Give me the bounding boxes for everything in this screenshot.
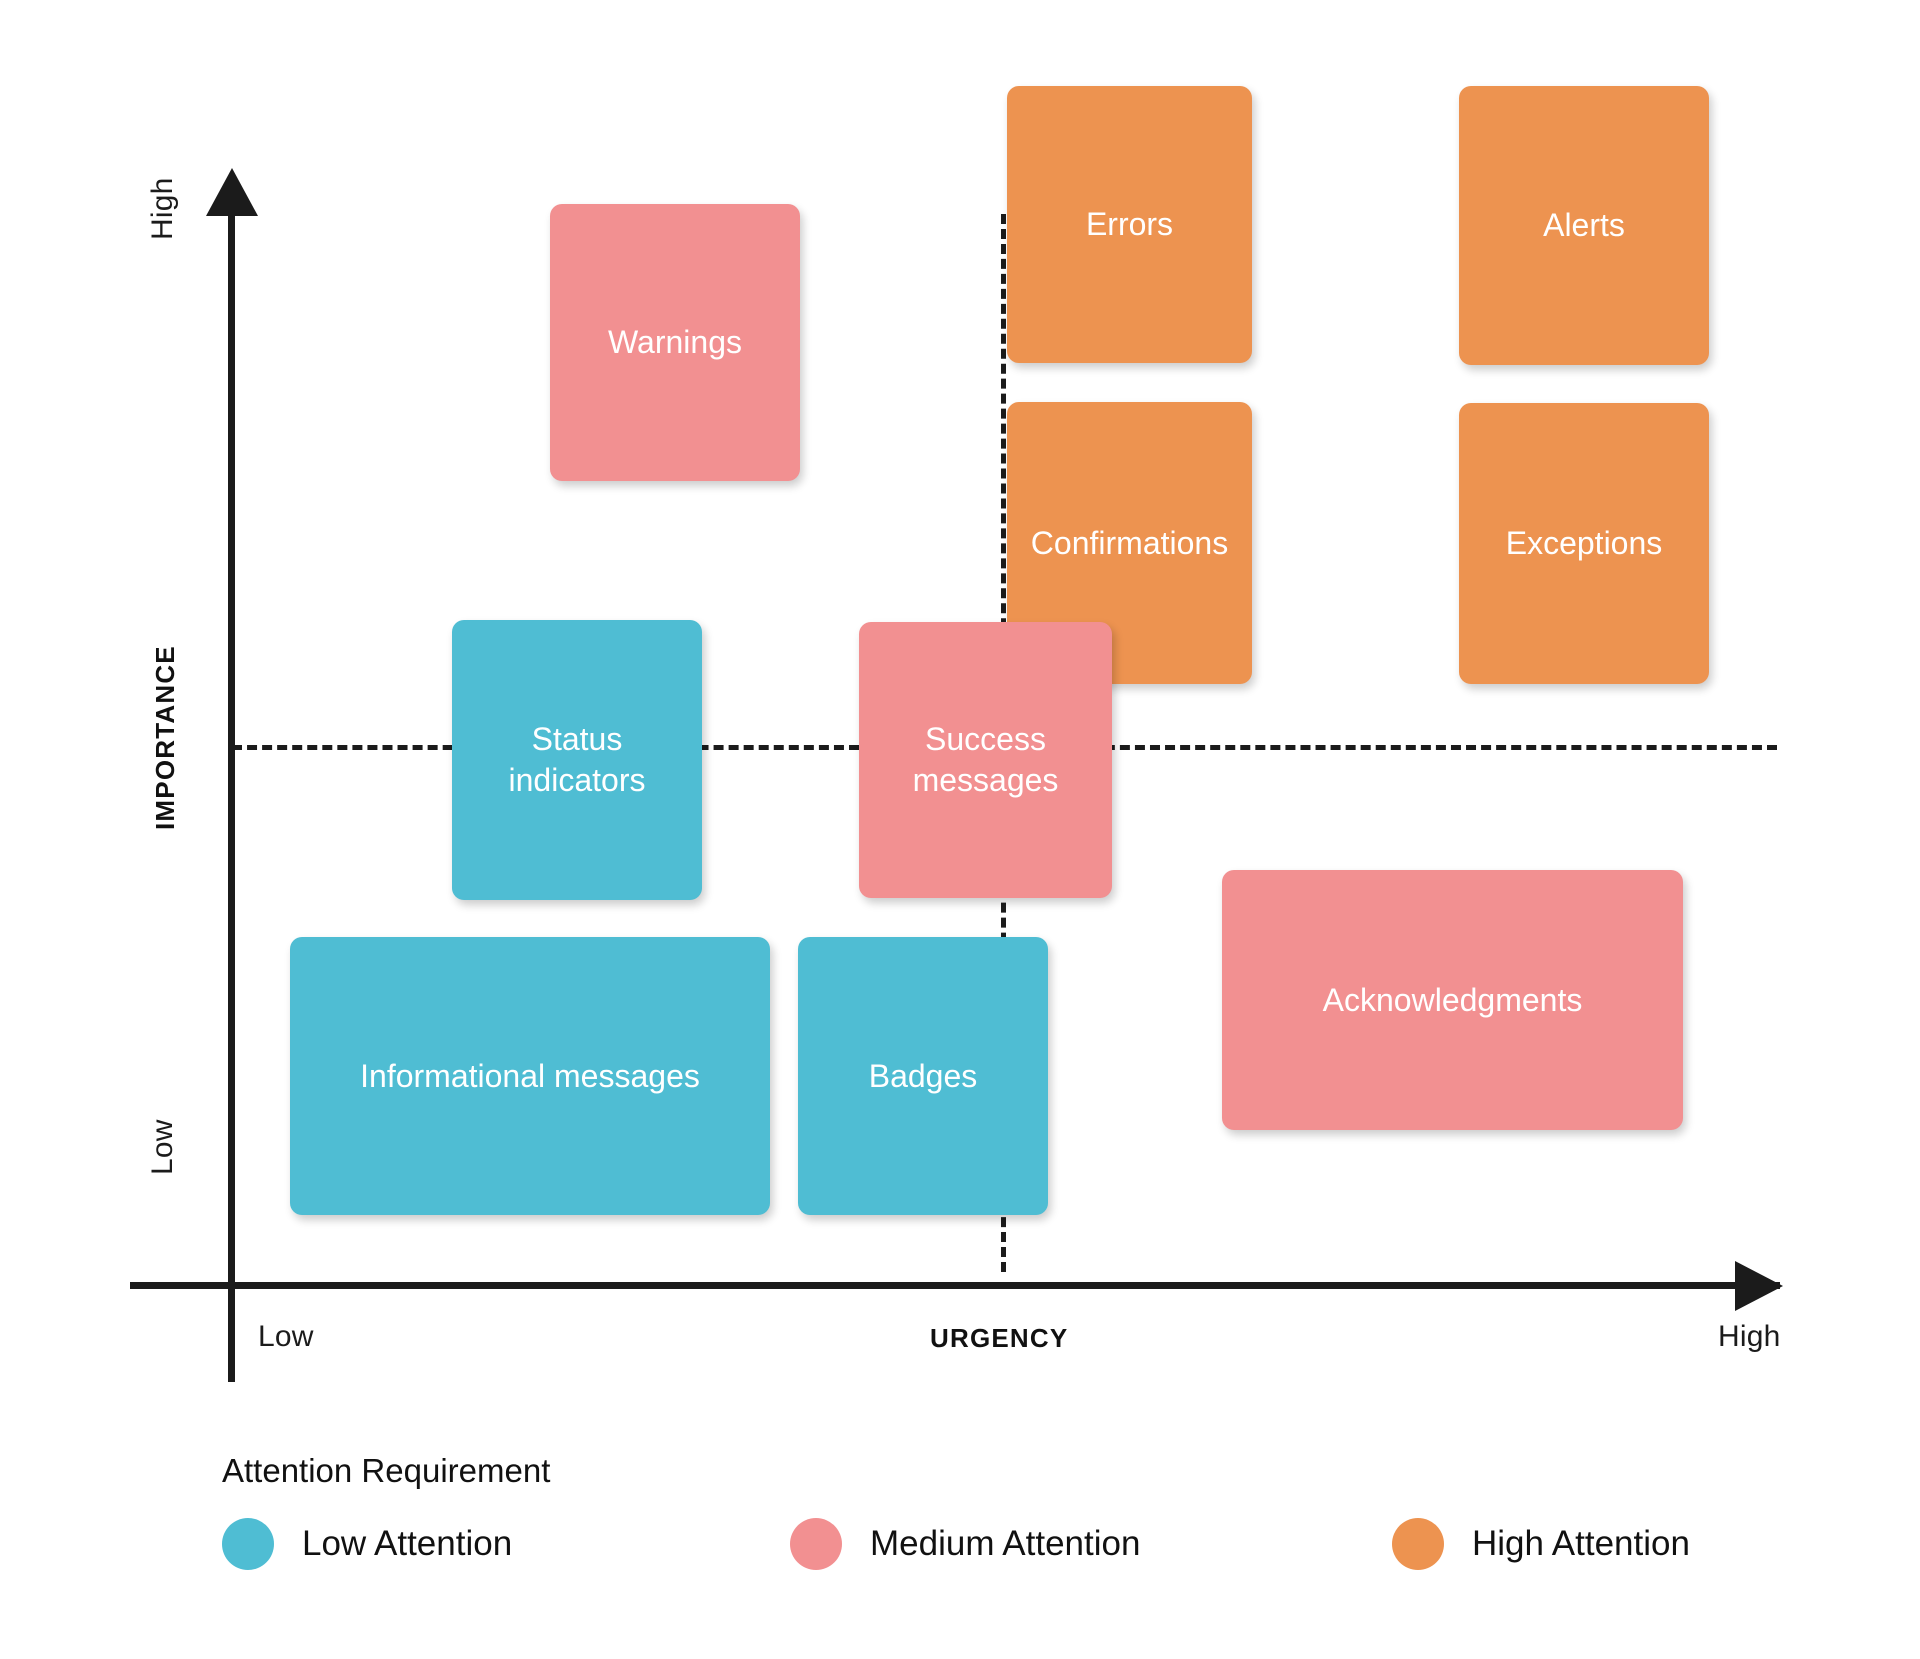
matrix-card-label: Alerts (1543, 207, 1625, 244)
x-axis-arrow-icon (1735, 1261, 1783, 1311)
matrix-card[interactable]: Errors (1007, 86, 1252, 363)
x-axis-line (130, 1282, 1780, 1289)
matrix-card[interactable]: Exceptions (1459, 403, 1709, 684)
matrix-card-label: Exceptions (1505, 525, 1663, 562)
y-axis-tick-high: High (146, 177, 179, 241)
legend-item[interactable]: High Attention (1392, 1518, 1690, 1570)
y-axis-line (228, 212, 235, 1382)
matrix-card-label: Warnings (608, 324, 742, 361)
matrix-card-label: Badges (868, 1057, 978, 1094)
y-axis-tick-low: Low (146, 1119, 179, 1175)
legend-item-label: High Attention (1472, 1524, 1690, 1563)
x-axis-tick-high: High (1718, 1320, 1781, 1353)
matrix-card-label: Acknowledgments (1322, 981, 1583, 1018)
matrix-card-label: Success messages (912, 721, 1059, 798)
matrix-card[interactable]: Badges (798, 937, 1048, 1215)
y-axis-title: IMPORTANCE (150, 645, 180, 830)
legend-title: Attention Requirement (222, 1452, 551, 1489)
matrix-card-label: Confirmations (1030, 524, 1229, 561)
legend-items: Low Attention Medium Attention High Attent… (222, 1516, 1690, 1572)
matrix-card[interactable]: Acknowledgments (1222, 870, 1683, 1130)
matrix-card-label: Informational messages (360, 1057, 700, 1094)
matrix-card[interactable]: Alerts (1459, 86, 1709, 365)
legend-item[interactable]: Low Attention (222, 1518, 512, 1570)
matrix-card-label: Status indicators (508, 721, 646, 798)
matrix-card-label: Errors (1085, 206, 1174, 243)
matrix-card[interactable]: Status indicators (452, 620, 702, 900)
matrix-card[interactable]: Warnings (550, 204, 800, 481)
legend: Attention Requirement Low Attention Mediu… (222, 1452, 1690, 1572)
x-axis-tick-low: Low (258, 1320, 314, 1353)
x-axis-title: URGENCY (930, 1323, 1069, 1353)
matrix-card[interactable]: Informational messages (290, 937, 770, 1215)
legend-item-label: Medium Attention (870, 1524, 1141, 1563)
y-axis-arrow-icon (206, 168, 258, 216)
matrix-card[interactable]: Success messages (859, 622, 1112, 898)
legend-swatch-icon (1392, 1518, 1444, 1570)
legend-item-label: Low Attention (302, 1524, 513, 1563)
legend-swatch-icon (222, 1518, 274, 1570)
legend-swatch-icon (790, 1518, 842, 1570)
legend-item[interactable]: Medium Attention (790, 1518, 1140, 1570)
